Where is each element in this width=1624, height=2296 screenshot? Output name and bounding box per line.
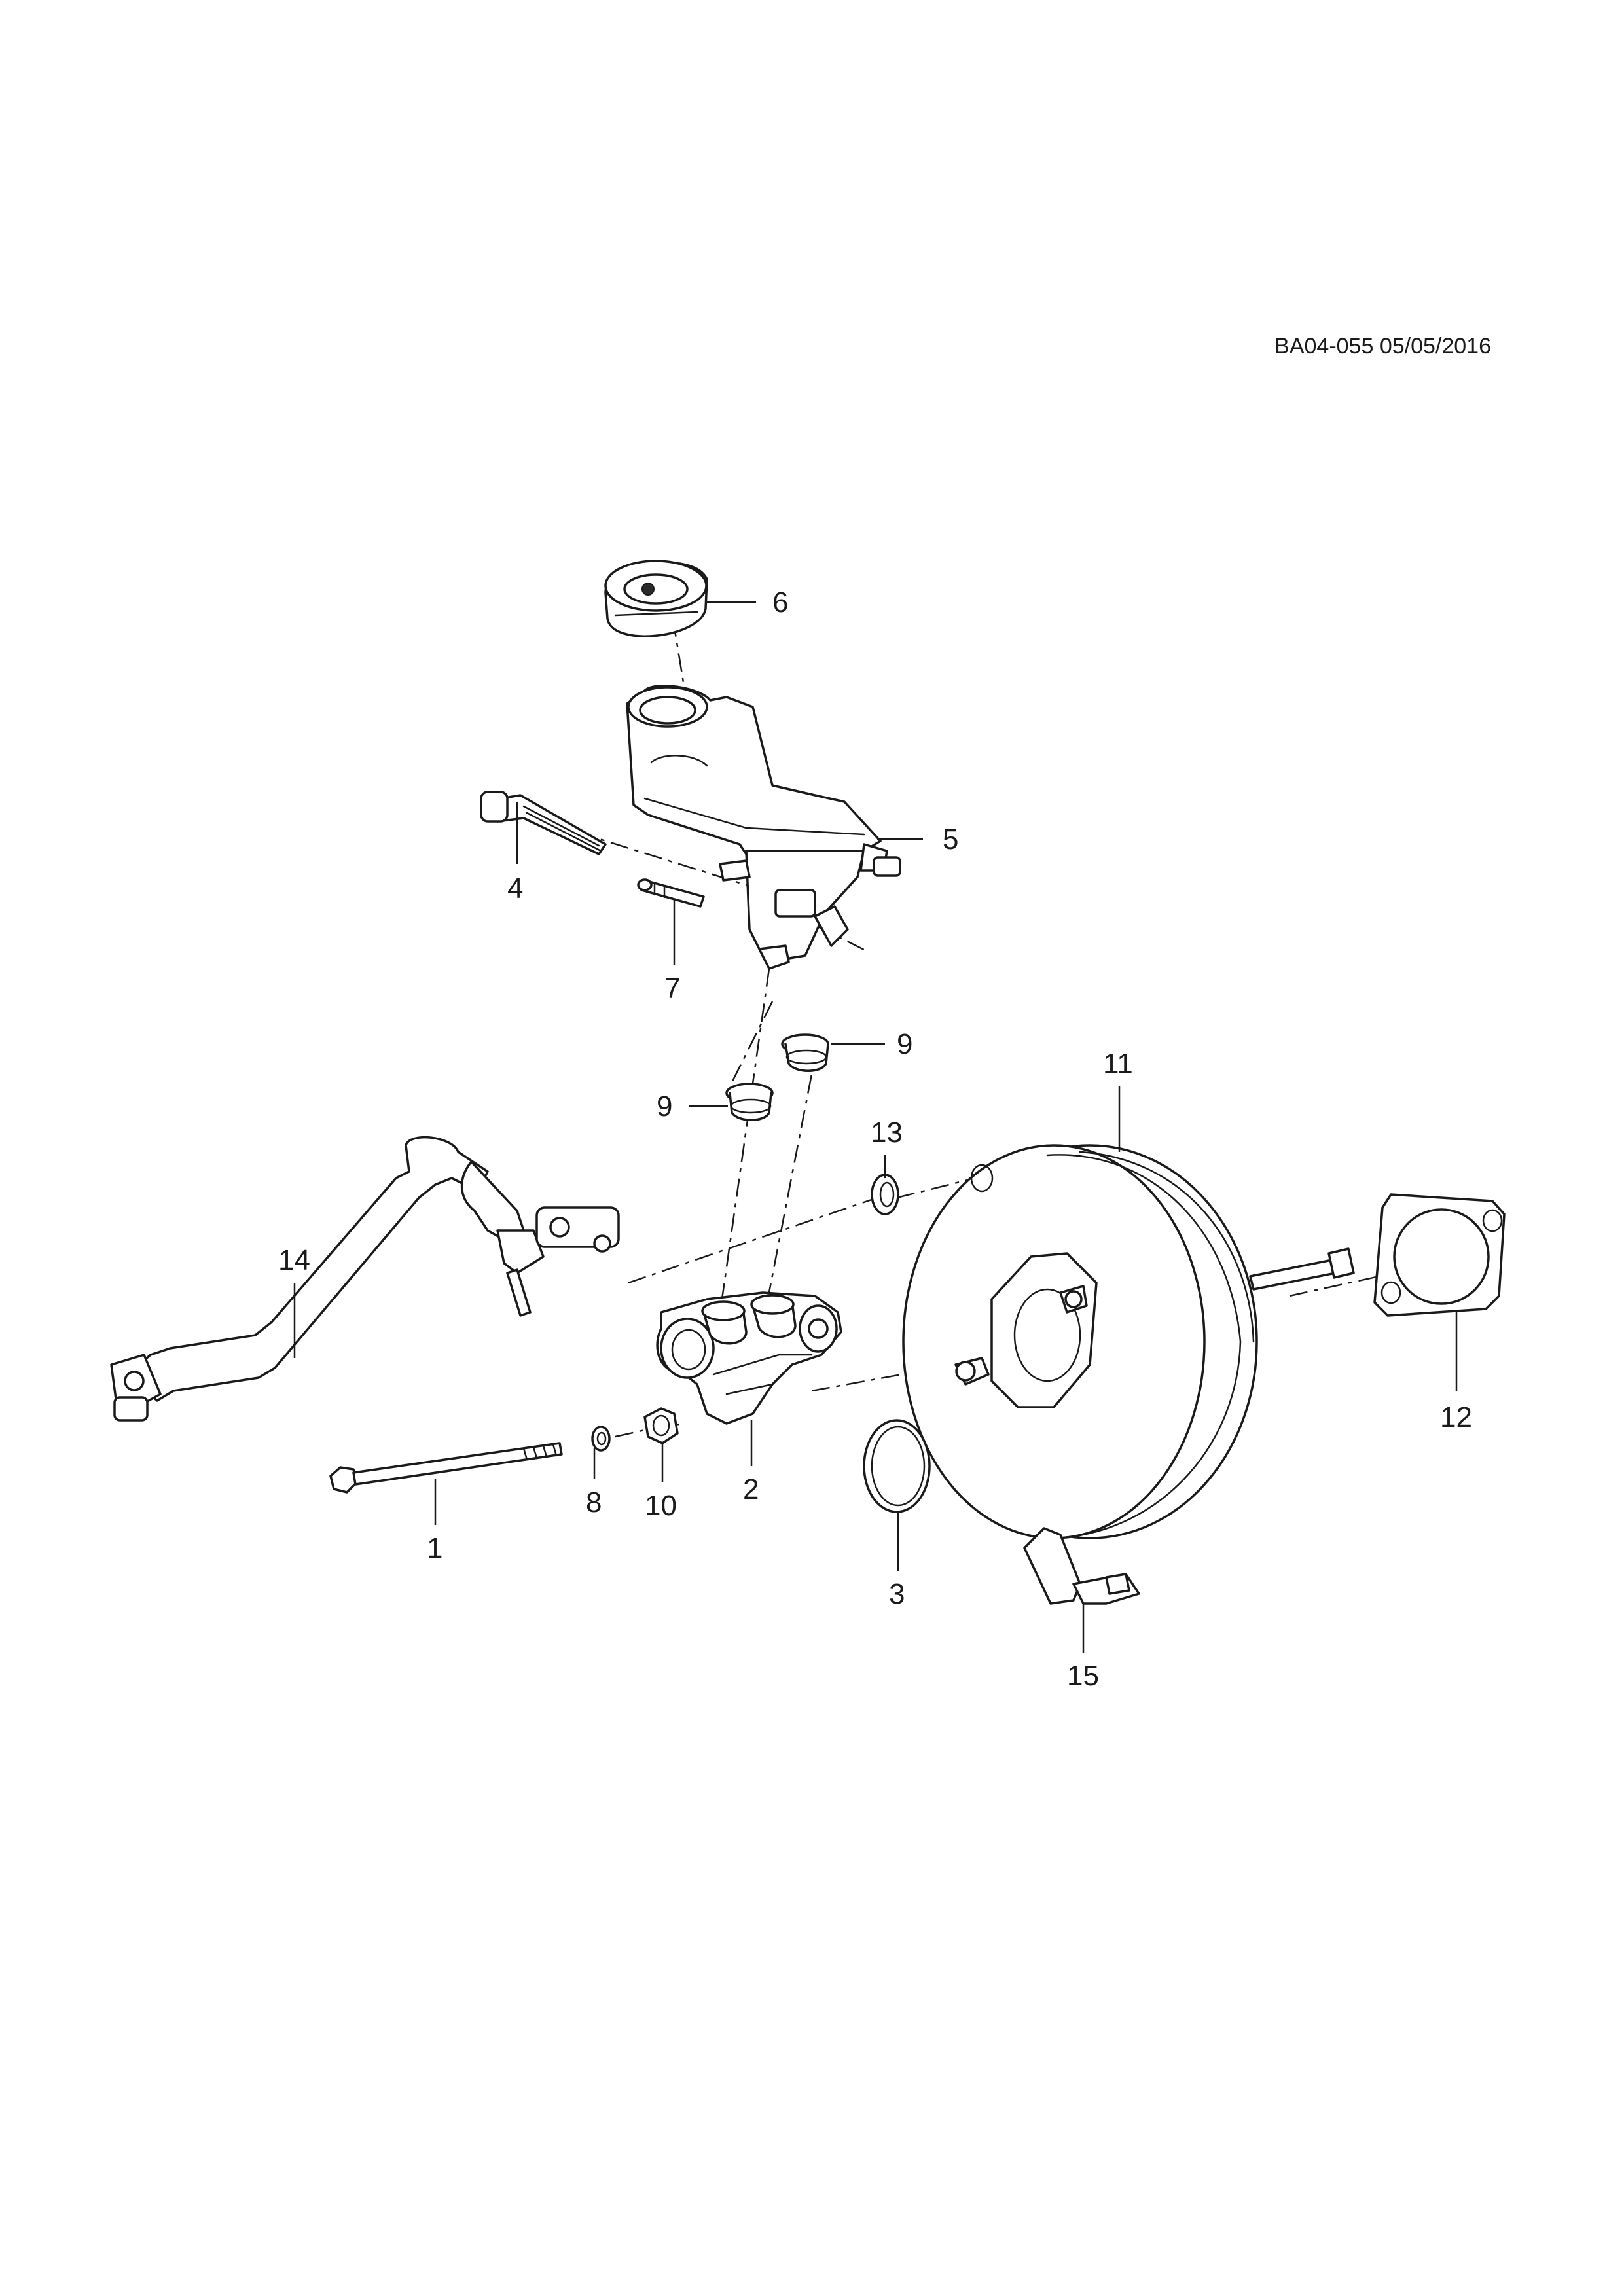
reservoir-cap (604, 560, 708, 637)
callout-14: 14 (278, 1244, 310, 1276)
callout-5: 5 (943, 823, 958, 855)
booster-gasket (1373, 1193, 1506, 1317)
grommet-upper (781, 1033, 829, 1072)
callout-9-upper: 9 (897, 1028, 912, 1060)
callout-15: 15 (1067, 1660, 1099, 1692)
grommet-lower (725, 1083, 774, 1121)
callout-4: 4 (507, 872, 523, 905)
callout-8: 8 (586, 1486, 602, 1518)
leader-lines (293, 601, 1458, 1653)
callout-9-lower: 9 (657, 1090, 672, 1122)
callout-1: 1 (427, 1532, 442, 1564)
hose-clip (1023, 1527, 1140, 1605)
vacuum-hose (110, 1136, 620, 1422)
nut (643, 1407, 679, 1444)
callout-11: 11 (1103, 1048, 1133, 1080)
callout-7: 7 (664, 973, 680, 1005)
callout-12: 12 (1440, 1401, 1472, 1433)
callout-13: 13 (871, 1117, 903, 1149)
brake-booster (902, 1144, 1355, 1539)
callout-2: 2 (743, 1473, 759, 1505)
callouts: 6 5 4 7 9 9 11 13 14 12 1 8 10 2 3 15 (278, 586, 1472, 1692)
callout-10: 10 (645, 1490, 677, 1522)
o-ring (863, 1419, 931, 1513)
fluid-level-sensor (480, 791, 607, 855)
seal-ring (871, 1174, 899, 1215)
retaining-pin (637, 878, 705, 908)
master-cylinder (656, 1291, 842, 1425)
reference-code: BA04-055 05/05/2016 (1274, 334, 1491, 359)
bolt (329, 1442, 563, 1494)
callout-3: 3 (889, 1578, 905, 1610)
fluid-reservoir (626, 685, 901, 970)
washer (591, 1426, 611, 1452)
callout-6: 6 (772, 586, 788, 619)
